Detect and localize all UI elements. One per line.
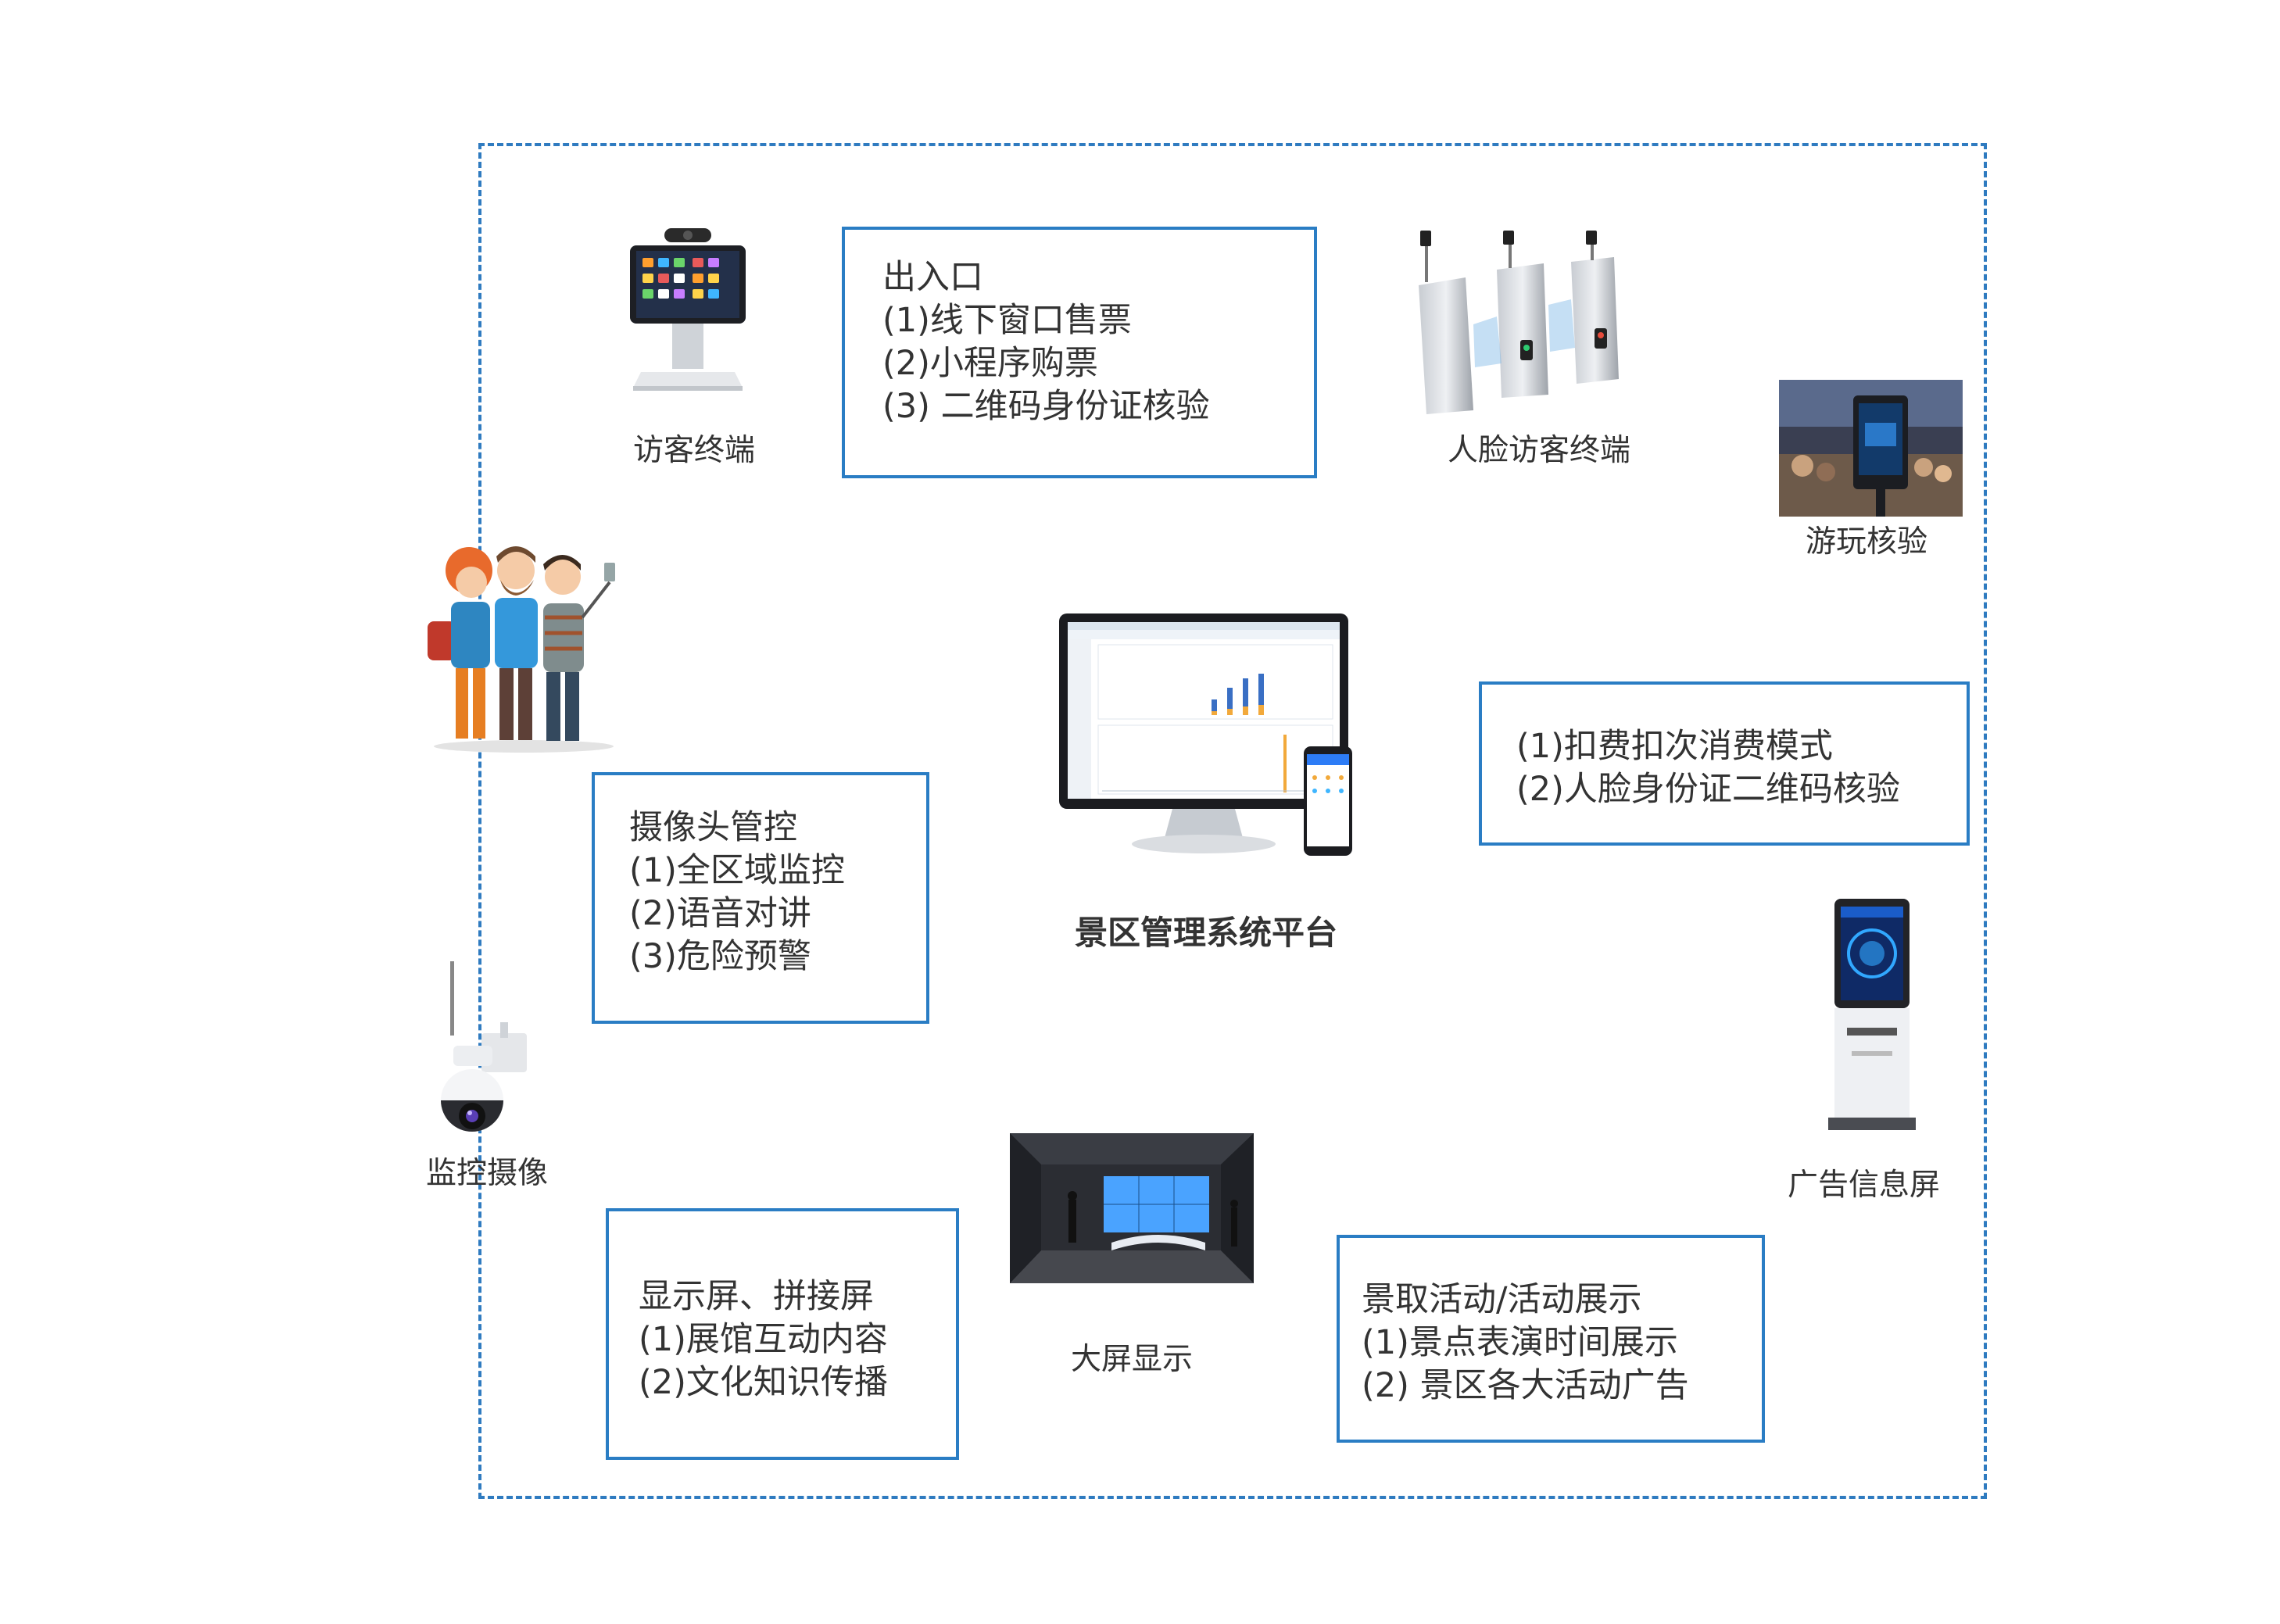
box-line: (1)扣费扣次消费模式 [1516, 727, 1833, 766]
visitor-terminal-caption: 访客终端 [633, 433, 756, 468]
face-gate-icon [1403, 231, 1661, 418]
face-terminal-caption: 人脸访客终端 [1448, 433, 1631, 468]
tourists-illustration-icon [426, 539, 621, 754]
exhibition-hall-photo-icon [1010, 1133, 1254, 1283]
play-check-caption: 游玩核验 [1806, 524, 1928, 560]
pos-terminal-icon [625, 225, 750, 393]
ptz-camera-icon [435, 961, 536, 1145]
consumption-info-box: (1)扣费扣次消费模式 (2)人脸身份证二维码核验 [1479, 681, 1970, 846]
box-line: (3) 二维码身份证核验 [882, 387, 1210, 426]
box-line: (2)小程序购票 [882, 344, 1098, 383]
box-line: (2) 景区各大活动广告 [1362, 1366, 1689, 1405]
box-line: (1)展馆互动内容 [639, 1320, 888, 1359]
monitor-phone-icon [1055, 610, 1360, 864]
ad-screen-caption: 广告信息屏 [1788, 1168, 1941, 1203]
kiosk-icon [1825, 899, 1919, 1133]
display-screen-info-box: 显示屏、拼接屏 (1)展馆互动内容 (2)文化知识传播 [606, 1208, 959, 1460]
box-line: (1)全区域监控 [629, 851, 845, 890]
camera-control-info-box: 摄像头管控 (1)全区域监控 (2)语音对讲 (3)危险预警 [592, 772, 929, 1024]
box-title: 出入口 [882, 258, 983, 297]
big-screen-caption: 大屏显示 [1071, 1342, 1194, 1377]
box-line: (1)线下窗口售票 [882, 301, 1132, 340]
box-line: (2)语音对讲 [629, 894, 811, 933]
box-title: 显示屏、拼接屏 [639, 1277, 874, 1316]
box-line: (2)人脸身份证二维码核验 [1516, 770, 1900, 809]
platform-caption: 景区管理系统平台 [1075, 914, 1338, 952]
box-line: (1)景点表演时间展示 [1362, 1323, 1678, 1362]
box-title: 摄像头管控 [629, 808, 797, 847]
box-line: (2)文化知识传播 [639, 1363, 888, 1402]
activity-info-box: 景取活动/活动展示 (1)景点表演时间展示 (2) 景区各大活动广告 [1337, 1235, 1765, 1443]
box-line: (3)危险预警 [629, 937, 811, 976]
surveillance-camera-caption: 监控摄像 [426, 1156, 549, 1191]
dashed-boundary [478, 143, 1987, 1499]
face-check-photo-icon [1779, 380, 1963, 517]
box-title: 景取活动/活动展示 [1362, 1280, 1642, 1319]
entrance-info-box: 出入口 (1)线下窗口售票 (2)小程序购票 (3) 二维码身份证核验 [842, 227, 1317, 478]
